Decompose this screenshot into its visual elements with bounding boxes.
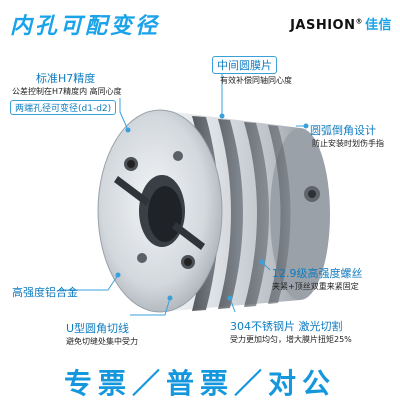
footer-invoice-options: 专票／普票／对公 [63,367,336,400]
alloy-title: 高强度铝合金 [12,286,78,299]
ucut-title: U型圆角切线 [66,322,130,335]
diaphragm-title: 中间圆膜片 [212,56,277,74]
leader-dots [115,113,309,301]
steel-title: 304不锈钢片 激光切割 [230,320,343,333]
chamfer-desc: 防止安装时划伤手指 [312,139,384,148]
diaphragm-slot [268,125,291,304]
diaphragm-slot [218,119,243,309]
diaphragm-desc: 有效补偿同轴同心度 [220,76,292,85]
brand-logo: JASHION®佳信 [290,14,392,33]
steel-desc: 受力更加均匀，增大膜片扭矩25% [230,335,352,344]
screw-desc: 夹紧+顶丝双重来紧固定 [272,282,359,291]
brand-name: JASHION [290,18,356,33]
registered-mark: ® [355,17,363,26]
headline: 内孔可配变径 [10,14,161,39]
screw-hole [173,151,183,161]
brand-name-cn: 佳信 [364,18,392,33]
ucut-desc: 避免切缝处集中受力 [66,337,138,346]
clamp-slot [114,176,150,206]
h7-title: 标准H7精度 [36,72,96,85]
bore-variable-label: 两端孔径可变径(d1-d2) [10,100,117,115]
h7-desc: 公差控制在H7精度内 高同心度 [12,87,122,96]
leader-lines [60,72,306,316]
screw-title: 12.9级高强度螺丝 [272,267,363,280]
screw-hole [137,253,147,263]
chamfer-title: 圆弧倒角设计 [310,124,376,137]
coupling-face [97,109,223,313]
